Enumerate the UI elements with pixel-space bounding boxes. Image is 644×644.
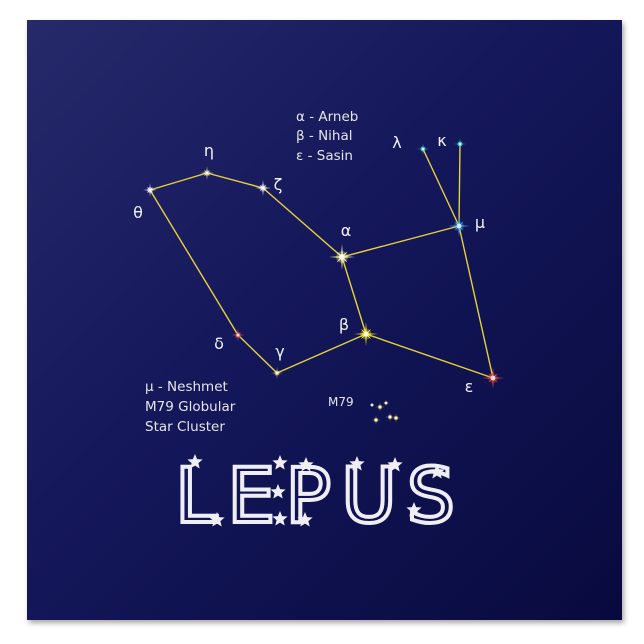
title-star-icon <box>209 512 225 527</box>
star-zeta-icon <box>255 180 271 196</box>
star-label-lambda: λ <box>392 133 401 152</box>
cluster-star-icon <box>391 413 401 423</box>
star-gamma-icon <box>271 367 283 379</box>
legend-bottom-line: Star Cluster <box>145 419 225 435</box>
cluster-star-icon <box>385 412 395 422</box>
legend-top-line: α - Arneb <box>296 109 358 125</box>
star-label-zeta: ζ <box>274 175 283 194</box>
constellation-line <box>276 333 367 374</box>
title-star-icon <box>349 456 365 471</box>
m79-cluster-icon <box>369 399 401 425</box>
star-label-delta: δ <box>214 334 224 353</box>
star-label-eta: η <box>204 141 214 160</box>
cluster-label: M79 <box>328 395 354 409</box>
title-star-icon <box>187 454 203 469</box>
star-label-theta: θ <box>133 203 143 222</box>
star-label-beta: β <box>339 315 349 334</box>
star-label-epsilon: ε <box>465 377 474 396</box>
legend-bottom-line: M79 Globular <box>145 399 236 415</box>
cluster-star-icon <box>369 402 375 408</box>
constellation-line <box>458 225 494 379</box>
title-star-icon <box>270 484 286 499</box>
star-mu-icon <box>448 215 470 237</box>
title-star-icon <box>272 455 288 470</box>
title-star-icon <box>387 457 403 472</box>
constellation-lines <box>149 143 494 379</box>
cluster-star-icon <box>382 399 390 407</box>
star-kappa-icon <box>454 138 466 150</box>
title: LEPUS <box>175 451 465 540</box>
constellation-line <box>149 189 239 336</box>
title-star-icon <box>272 511 288 526</box>
constellation-line <box>365 333 494 379</box>
constellation-line <box>458 143 461 227</box>
legend-top-line: β - Nihal <box>296 128 353 144</box>
star-eta-icon <box>200 166 214 180</box>
constellation-line <box>237 334 278 374</box>
star-label-mu: μ <box>475 213 485 232</box>
star-lambda-icon <box>417 143 429 155</box>
star-epsilon-icon <box>482 367 504 389</box>
legend-top-line: ε - Sasin <box>296 148 353 164</box>
constellation-line <box>149 172 208 191</box>
constellation-tile <box>27 20 622 620</box>
star-theta-icon <box>143 183 157 197</box>
constellation-line <box>341 225 460 258</box>
constellation-line <box>262 187 343 258</box>
constellation-line <box>206 172 264 189</box>
star-label-gamma: γ <box>275 342 284 361</box>
stars <box>143 138 504 389</box>
constellation-line <box>341 256 367 335</box>
title-star-icon <box>298 457 314 472</box>
star-delta-icon <box>231 328 245 342</box>
star-beta-icon <box>354 322 378 346</box>
title-star-icon <box>297 512 313 527</box>
cluster-star-icon <box>371 415 381 425</box>
cluster-star-icon <box>375 402 385 412</box>
star-alpha-icon <box>329 244 355 270</box>
title-star-decorations <box>187 454 445 527</box>
star-labels: θ η ζ α μ λ κ β δ γ ε <box>133 131 485 396</box>
constellation-line <box>422 148 460 227</box>
legend-bottom-line: μ - Neshmet <box>145 379 228 395</box>
title-star-icon <box>429 464 445 479</box>
star-label-kappa: κ <box>437 131 447 150</box>
star-label-alpha: α <box>341 221 352 240</box>
title-star-icon <box>406 502 422 517</box>
